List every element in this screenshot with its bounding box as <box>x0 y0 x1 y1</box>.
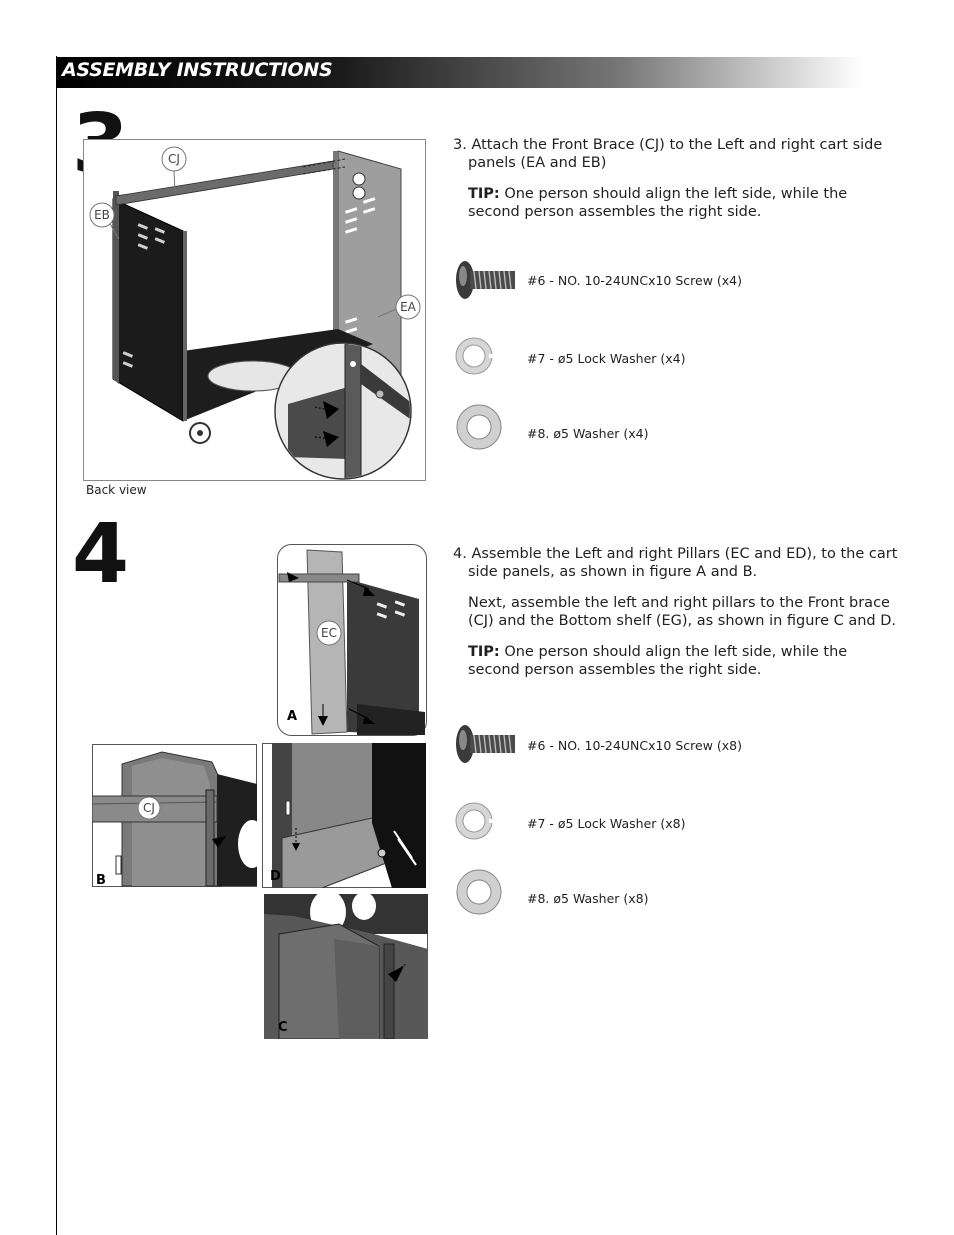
step-3-tip-line-1: One person should align the left side, w… <box>499 186 848 202</box>
step-3-tip-line-2: second person assembles the right side. <box>468 204 762 220</box>
page-left-rule <box>56 56 57 1235</box>
step-4-text-line-2: side panels, as shown in figure A and B. <box>468 564 758 580</box>
step-3-figure: CJ EB EA <box>83 139 426 481</box>
step-3-instructions: 3. Attach the Front Brace (CJ) to the Le… <box>453 136 893 234</box>
step-4-tip-label: TIP: <box>468 644 500 660</box>
figure-caption-back-view: Back view <box>86 483 147 497</box>
figure-label-d: D <box>270 869 281 884</box>
screw-icon <box>456 261 515 299</box>
hardware-label-washer: #8. ø5 Washer (x4) <box>527 426 649 441</box>
figure-label-a: A <box>287 709 297 724</box>
callout-cj-b: CJ <box>143 801 155 815</box>
washer-icon <box>456 869 502 915</box>
hardware-label-screw: #6 - NO. 10-24UNCx10 Screw (x4) <box>527 273 743 288</box>
step-4-figure-c: C <box>264 894 428 1039</box>
screw-icon <box>456 725 515 763</box>
callout-ec: EC <box>321 626 337 640</box>
callout-eb: EB <box>94 208 110 222</box>
step-4-tip-line-1: One person should align the left side, w… <box>499 644 848 660</box>
step-4-instructions: 4. Assemble the Left and right Pillars (… <box>453 545 903 692</box>
step-4-figure-d: D <box>262 743 426 888</box>
callout-cj: CJ <box>168 152 180 166</box>
hardware-label-lock-washer: #7 - ø5 Lock Washer (x4) <box>527 351 686 366</box>
hardware-label-washer-step4: #8. ø5 Washer (x8) <box>527 891 649 906</box>
lock-washer-icon <box>455 337 495 375</box>
step-3-text-line-2: panels (EA and EB) <box>468 155 607 171</box>
step-4-figure-b: CJ B <box>92 744 257 887</box>
step-4-tip-line-2: second person assembles the right side. <box>468 662 762 678</box>
hardware-label-lock-washer-step4: #7 - ø5 Lock Washer (x8) <box>527 816 686 831</box>
lock-washer-icon <box>455 802 495 840</box>
header-bar <box>57 57 862 88</box>
washer-icon <box>456 404 502 450</box>
step-4-next-line-2: (CJ) and the Bottom shelf (EG), as shown… <box>468 613 896 629</box>
step-4-next-line-1: Next, assemble the left and right pillar… <box>468 595 890 611</box>
hardware-label-screw-step4: #6 - NO. 10-24UNCx10 Screw (x8) <box>527 738 743 753</box>
step-3-tip-label: TIP: <box>468 186 500 202</box>
step-4-figure-a: EC A <box>277 544 427 736</box>
step-3-text-line-1: 3. Attach the Front Brace (CJ) to the Le… <box>453 137 883 153</box>
figure-label-b: B <box>96 873 106 887</box>
callout-ea: EA <box>400 300 417 314</box>
page-title: ASSEMBLY INSTRUCTIONS <box>62 59 333 81</box>
step-4-text-line-1: 4. Assemble the Left and right Pillars (… <box>453 546 898 562</box>
figure-label-c: C <box>278 1020 288 1035</box>
step-4-number: 4 <box>72 507 129 602</box>
